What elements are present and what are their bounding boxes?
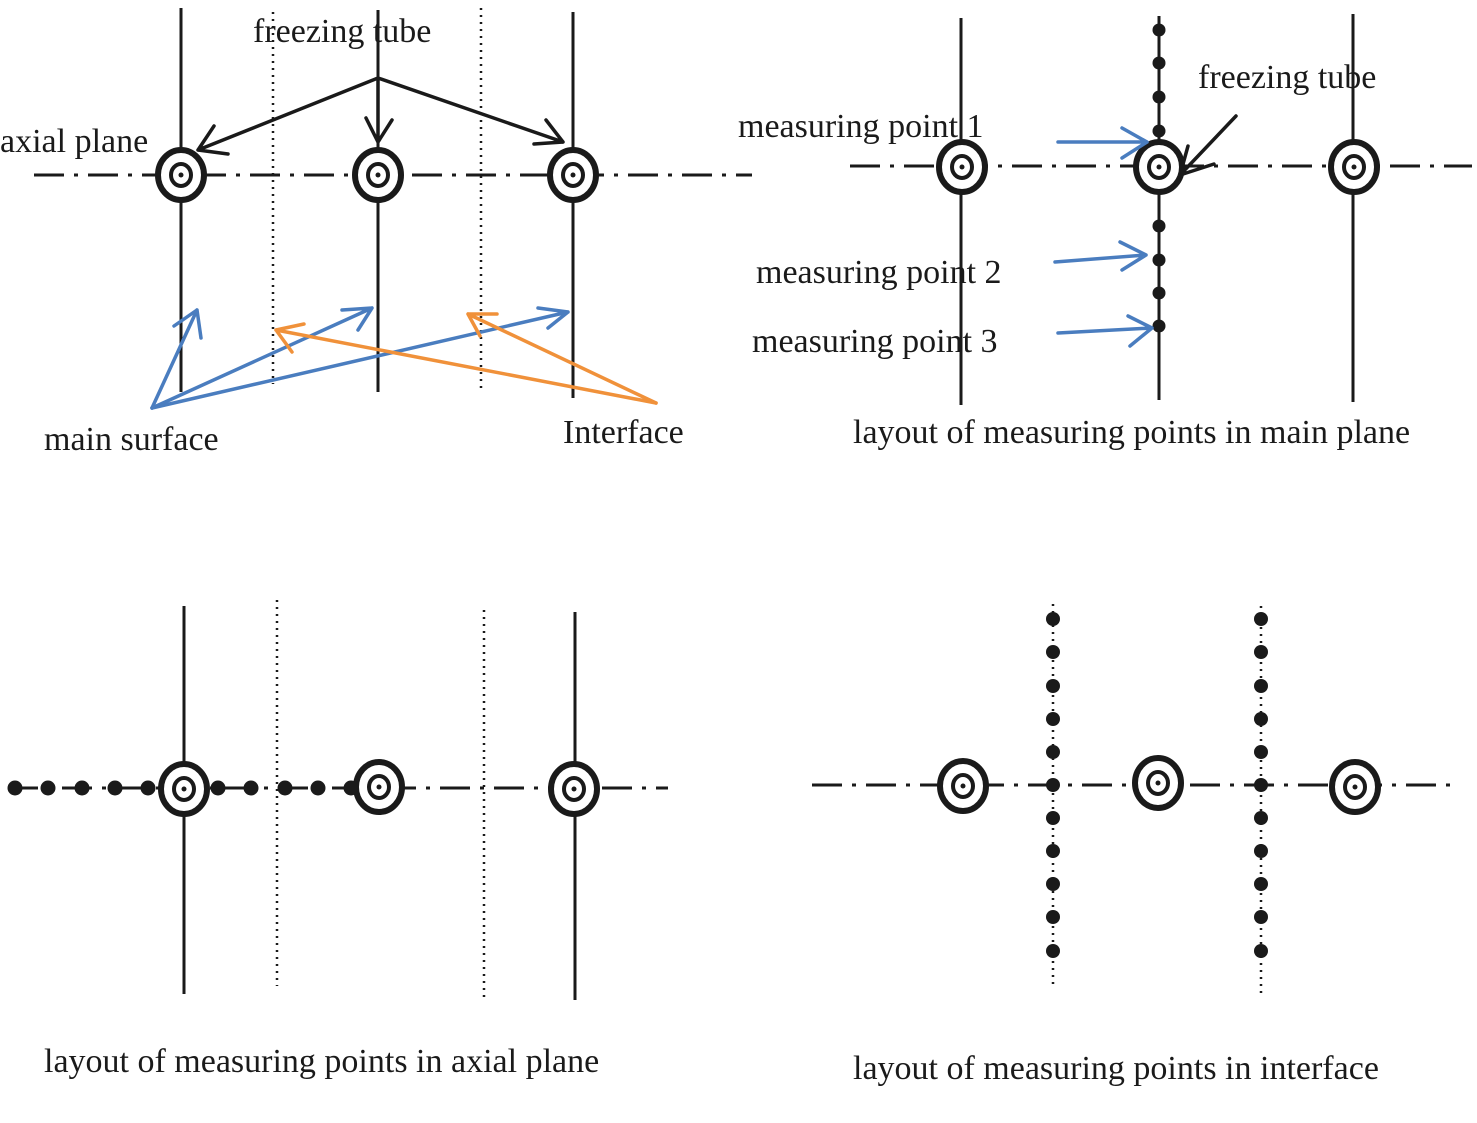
axial-plane-label: axial plane [0,123,148,160]
freezing-tube-icon [155,147,207,203]
measuring-point-icon [210,780,226,796]
measuring-point-icon [1046,910,1060,924]
measuring-point-icon [277,780,293,796]
measuring-point-icon [140,780,156,796]
freezing-tube-icon [937,758,989,814]
freezing-tube-icon [547,147,599,203]
measuring-point-icon [1046,944,1060,958]
main-surface-arrows [150,306,570,410]
freezing-tube-icon [1328,139,1380,195]
measuring-point-icon [1254,844,1268,858]
measuring-point-1-label: measuring point 1 [738,108,984,145]
main-plane-caption: layout of measuring points in main plane [853,414,1410,451]
measuring-point-icon [1152,253,1166,267]
measuring-point-icon [7,780,23,796]
measuring-point-icon [243,780,259,796]
measuring-point-icon [1254,778,1268,792]
measuring-point-icon [1254,745,1268,759]
freezing-tube-icon [1329,759,1381,815]
measuring-point-2-arrow [1053,240,1148,272]
measuring-point-icon [1254,679,1268,693]
interface-label: Interface [563,414,684,451]
measuring-point-icon [1152,23,1166,37]
interface-arrows [274,312,658,405]
measuring-point-icon [1152,124,1166,138]
measuring-point-icon [1254,712,1268,726]
measuring-point-icon [40,780,56,796]
measuring-point-icon [1152,219,1166,233]
freezing-tube-icon [1132,755,1184,811]
freezing-tube-label: freezing tube [253,13,431,50]
freezing-tube-arrows [196,76,565,156]
measuring-point-3-arrow [1056,314,1154,348]
freezing-tube-label: freezing tube [1198,59,1376,96]
main-surface-label: main surface [44,421,219,458]
measuring-point-icon [1046,712,1060,726]
measuring-point-icon [1046,844,1060,858]
measuring-point-icon [74,780,90,796]
axial-plane-caption: layout of measuring points in axial plan… [44,1043,599,1080]
interface-caption: layout of measuring points in interface [853,1050,1379,1087]
panel-main-plane: freezing tube measuring point 1 measurin… [738,14,1472,451]
measuring-point-icon [1046,745,1060,759]
measuring-point-icon [1254,910,1268,924]
measuring-point-icon [1046,645,1060,659]
measuring-point-icon [107,780,123,796]
freezing-tube-icon [936,139,988,195]
measuring-point-icon [1254,944,1268,958]
measuring-point-icon [1254,877,1268,891]
measuring-points-main-plane [1152,23,1166,333]
measuring-points-axial-plane [7,780,359,796]
measuring-point-icon [1152,90,1166,104]
measuring-point-icon [1152,56,1166,70]
panel-main-surface: freezing tube axial plane main surface I… [0,8,752,458]
measuring-points-interface-2 [1254,612,1268,958]
panel-interface: layout of measuring points in interface [812,604,1450,1087]
measuring-point-icon [1152,286,1166,300]
measuring-point-icon [1046,877,1060,891]
freezing-tube-icon [1133,139,1185,195]
measuring-point-icon [1046,811,1060,825]
measuring-point-icon [1254,612,1268,626]
measuring-point-icon [1046,679,1060,693]
measuring-point-3-label: measuring point 3 [752,323,998,360]
measuring-point-icon [1152,319,1166,333]
freezing-tube-icon [548,761,600,817]
measuring-point-icon [310,780,326,796]
measuring-point-icon [1046,778,1060,792]
freezing-tube-icon [353,759,405,815]
measuring-point-2-label: measuring point 2 [756,254,1002,291]
panel-axial-plane: layout of measuring points in axial plan… [7,600,668,1080]
measuring-point-icon [1254,811,1268,825]
measuring-point-icon [343,780,359,796]
measuring-point-1-arrow [1056,126,1149,160]
measuring-points-interface-1 [1046,612,1060,958]
freezing-tube-arrow [1178,114,1238,177]
measuring-point-icon [1046,612,1060,626]
freezing-tube-icon [158,761,210,817]
freezing-tube-icon [352,147,404,203]
measuring-point-icon [1254,645,1268,659]
